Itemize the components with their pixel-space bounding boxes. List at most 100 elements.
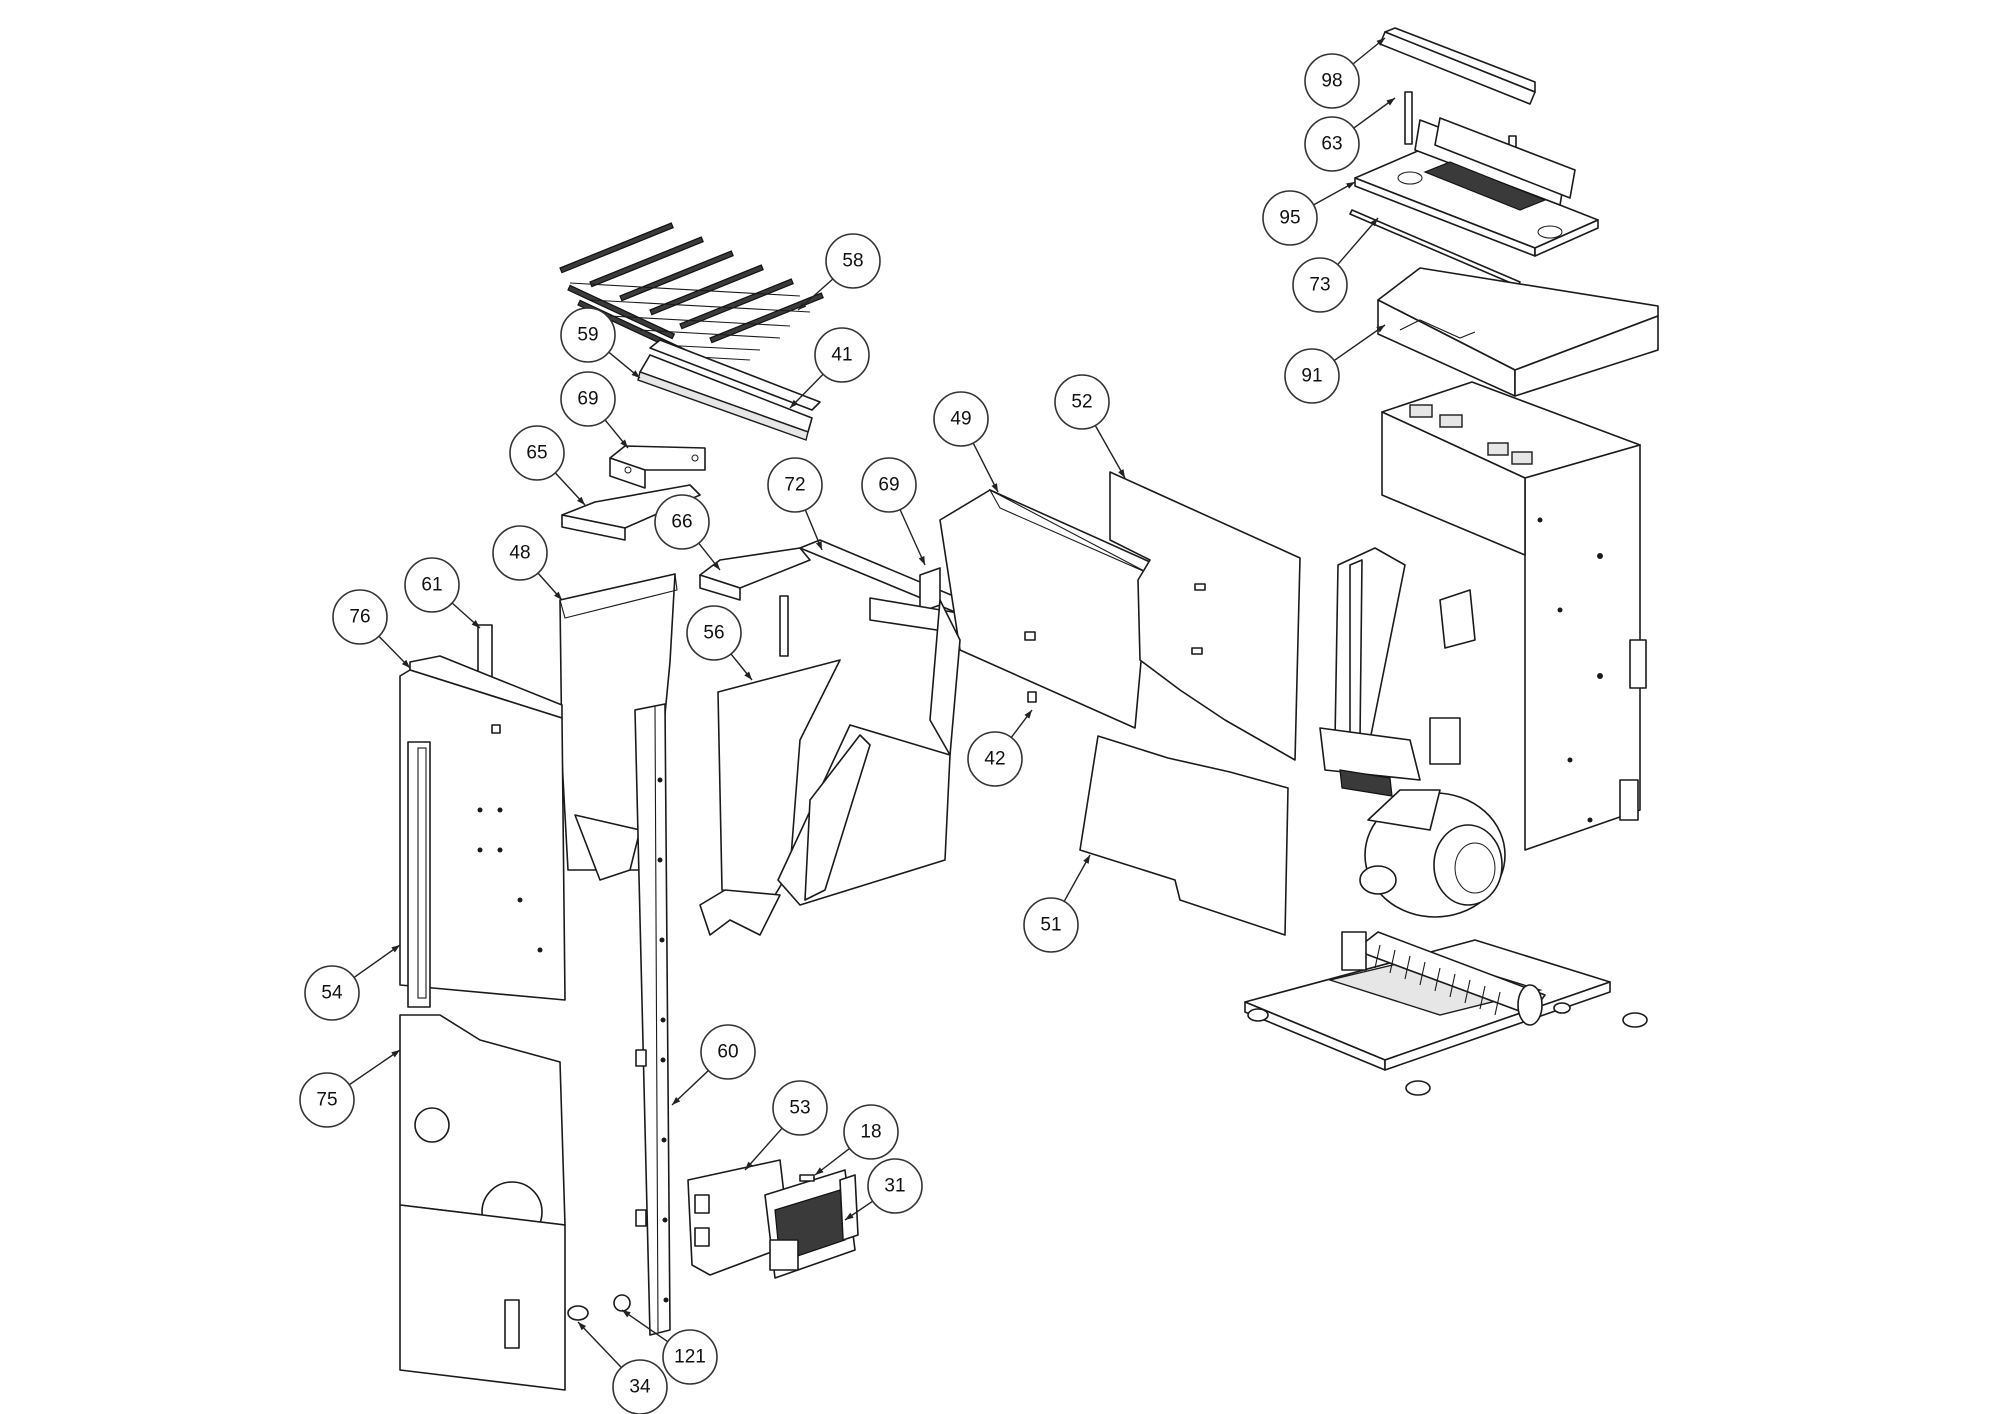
- part-control-board: [687, 1159, 859, 1279]
- callout-bubble: [332, 589, 388, 645]
- callout-arrowhead: [790, 399, 799, 408]
- callout-bubble: [1054, 374, 1110, 430]
- callout-label: 56: [703, 623, 724, 644]
- callout-56: 56: [686, 605, 753, 681]
- callout-bubble: [686, 605, 742, 661]
- callout-label: 51: [1040, 915, 1061, 936]
- callout-label: 59: [577, 325, 598, 346]
- callout-59: 59: [560, 307, 641, 379]
- callout-76: 76: [332, 589, 411, 669]
- callout-41: 41: [789, 327, 870, 409]
- callout-bubble: [1023, 897, 1079, 953]
- part-thin-bar: [1349, 209, 1521, 287]
- callout-arrowhead: [578, 1322, 587, 1331]
- part-angle-rails: [637, 339, 821, 441]
- callout-arrowhead: [918, 556, 925, 565]
- callout-label: 61: [421, 575, 442, 596]
- callout-42: 42: [967, 709, 1033, 787]
- part-main-cabinet: [1381, 381, 1647, 851]
- part-tangential-fan: [1354, 931, 1546, 1026]
- part-burner-pipe: [1319, 547, 1476, 971]
- callout-arrowhead: [815, 1167, 824, 1175]
- callout-arrowhead: [622, 1310, 631, 1318]
- callout-bubble: [1304, 116, 1360, 172]
- callout-bubble: [767, 457, 823, 513]
- callout-bubble: [560, 371, 616, 427]
- callout-63: 63: [1304, 97, 1396, 172]
- callout-bubble: [612, 1359, 668, 1414]
- callout-arrowhead: [815, 541, 822, 550]
- callout-label: 53: [789, 1098, 810, 1119]
- callout-arrowhead: [1024, 710, 1032, 719]
- callout-leader-line: [899, 509, 926, 566]
- part-top-hood: [1377, 267, 1659, 397]
- callout-arrowhead: [554, 591, 562, 600]
- part-vertical-rail-60: [634, 703, 671, 1336]
- callout-label: 52: [1071, 392, 1092, 413]
- callout-arrowhead: [672, 1096, 681, 1105]
- callout-121: 121: [621, 1309, 718, 1385]
- callout-arrowhead: [631, 370, 640, 378]
- part-top-plate: [1354, 117, 1599, 257]
- callout-bubble: [654, 494, 710, 550]
- callout-54: 54: [304, 944, 401, 1021]
- callout-73: 73: [1292, 217, 1379, 313]
- callout-arrowhead: [1370, 218, 1378, 227]
- callout-leader-line: [1063, 854, 1091, 902]
- callout-bubble: [1304, 53, 1360, 109]
- callout-arrowhead: [744, 671, 752, 680]
- callout-95: 95: [1262, 181, 1356, 246]
- part-hopper-56: [699, 599, 961, 936]
- callout-arrowhead: [391, 945, 400, 953]
- callout-leader-line: [353, 944, 401, 979]
- callout-bubble: [933, 391, 989, 447]
- callout-arrowhead: [1376, 325, 1385, 333]
- part-top-strip: [1379, 27, 1536, 105]
- part-bracket-upper: [609, 445, 706, 489]
- callout-75: 75: [299, 1049, 401, 1128]
- callout-arrowhead: [1346, 182, 1355, 189]
- callout-arrowhead: [1083, 855, 1090, 864]
- callout-bubble: [772, 1080, 828, 1136]
- callout-arrowhead: [845, 1212, 854, 1220]
- callout-label: 98: [1321, 71, 1342, 92]
- callout-66: 66: [654, 494, 721, 571]
- part-panel-51: [1079, 735, 1289, 936]
- callout-label: 48: [509, 543, 530, 564]
- part-front-panel-76: [399, 655, 566, 1008]
- callout-69: 69: [861, 457, 926, 566]
- callout-label: 54: [321, 983, 343, 1004]
- callout-bubble: [299, 1072, 355, 1128]
- callout-arrowhead: [471, 620, 480, 628]
- callout-bubble: [967, 731, 1023, 787]
- callout-69: 69: [560, 371, 629, 449]
- callout-58: 58: [797, 233, 881, 311]
- callout-label: 66: [671, 512, 692, 533]
- callout-label: 60: [717, 1042, 738, 1063]
- part-front-panel-75: [399, 1014, 566, 1391]
- callout-bubble: [509, 425, 565, 481]
- callout-bubble: [825, 233, 881, 289]
- callout-label: 69: [878, 475, 899, 496]
- callout-91: 91: [1284, 324, 1386, 404]
- callout-bubble: [1284, 348, 1340, 404]
- callout-label: 49: [950, 409, 971, 430]
- callout-arrowhead: [1376, 38, 1385, 46]
- callout-label: 121: [674, 1347, 706, 1368]
- callout-label: 72: [784, 475, 805, 496]
- callout-48: 48: [492, 525, 563, 601]
- callout-bubble: [304, 965, 360, 1021]
- callout-label: 63: [1321, 134, 1342, 155]
- callout-49: 49: [933, 391, 999, 493]
- callout-label: 91: [1301, 366, 1322, 387]
- callout-label: 75: [316, 1090, 337, 1111]
- callout-leader-line: [972, 442, 999, 493]
- callout-bubble: [662, 1329, 718, 1385]
- callout-label: 34: [629, 1377, 651, 1398]
- part-small-fittings: [567, 1294, 631, 1321]
- callout-arrowhead: [401, 659, 410, 668]
- callout-60: 60: [671, 1024, 756, 1106]
- callout-arrowhead: [620, 439, 628, 448]
- callout-label: 73: [1309, 275, 1330, 296]
- callout-98: 98: [1304, 37, 1386, 109]
